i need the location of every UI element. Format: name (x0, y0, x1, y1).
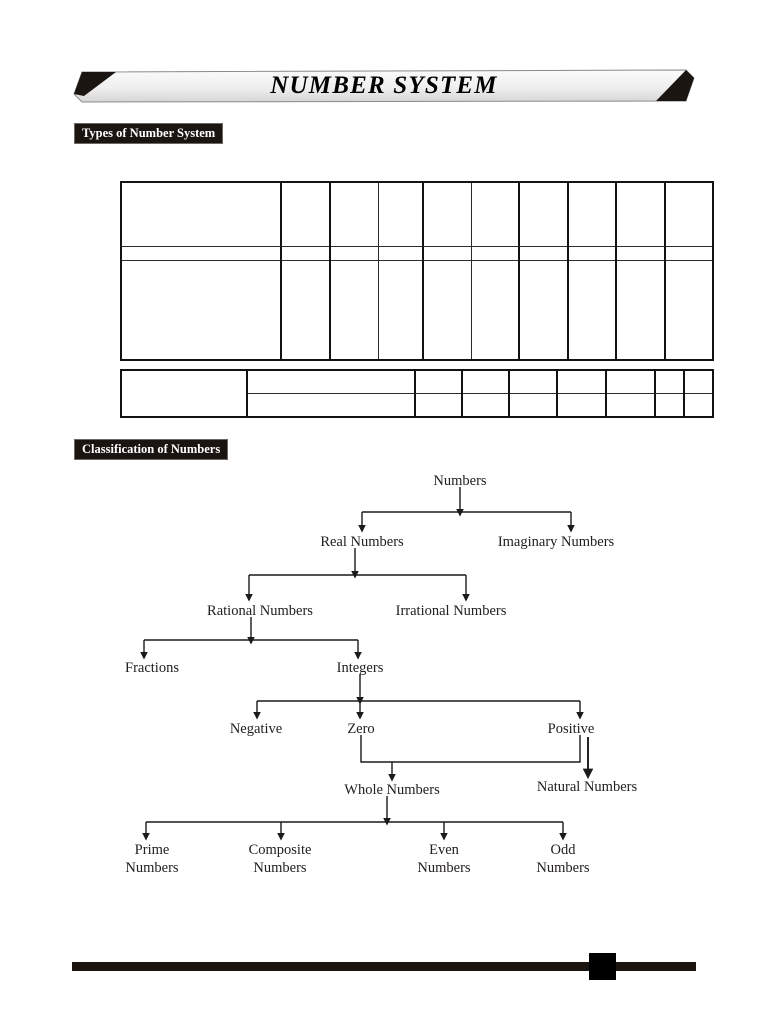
node-odd-numbers-line2: Numbers (536, 860, 590, 876)
flowchart-node-labels: Numbers Real Numbers Imaginary Numbers R… (125, 473, 637, 876)
node-natural-numbers: Natural Numbers (537, 779, 638, 795)
table-row (120, 369, 714, 418)
table-row (121, 393, 714, 418)
table-cell[interactable] (378, 260, 424, 361)
node-real-numbers: Real Numbers (320, 534, 404, 550)
table-cell[interactable] (664, 246, 714, 261)
table-cell[interactable] (120, 246, 282, 261)
table-cell[interactable] (683, 369, 714, 394)
node-irrational-numbers: Irrational Numbers (396, 603, 507, 619)
table-cell[interactable] (329, 181, 379, 247)
banner-right-cap-icon (656, 70, 694, 101)
page-title: NUMBER SYSTEM (270, 72, 498, 99)
table-cell[interactable] (518, 246, 569, 261)
footer-rule (72, 962, 696, 971)
table-cell[interactable] (605, 369, 656, 394)
table-cell[interactable] (120, 260, 282, 361)
table-cell[interactable] (246, 393, 416, 418)
page-header-banner: NUMBER SYSTEM (72, 68, 696, 104)
table-cell[interactable] (120, 181, 282, 247)
table-cell[interactable] (378, 246, 424, 261)
table-cell[interactable] (422, 246, 472, 261)
table-cell[interactable] (378, 181, 424, 247)
table-cell[interactable] (664, 260, 714, 361)
banner-shape (73, 69, 695, 103)
node-zero: Zero (347, 721, 374, 737)
node-numbers: Numbers (433, 473, 487, 489)
classification-of-numbers-flowchart: Numbers Real Numbers Imaginary Numbers R… (0, 455, 768, 895)
table-cell[interactable] (280, 246, 331, 261)
table-cell[interactable] (605, 393, 656, 418)
table-cell[interactable] (683, 393, 714, 418)
table-cell[interactable] (414, 393, 463, 418)
table-cell[interactable] (615, 246, 666, 261)
table-cell[interactable] (518, 181, 569, 247)
table-cell[interactable] (615, 181, 666, 247)
node-even-numbers-line2: Numbers (417, 860, 471, 876)
table-row (120, 181, 714, 247)
node-negative: Negative (230, 721, 282, 737)
number-system-table (120, 181, 714, 361)
node-whole-numbers: Whole Numbers (344, 782, 440, 798)
table-cell[interactable] (508, 393, 558, 418)
node-imaginary-numbers: Imaginary Numbers (498, 534, 615, 550)
node-prime-numbers-line1: Prime (135, 842, 170, 858)
section-heading-types-of-number-system: Types of Number System (74, 123, 224, 145)
table-cell[interactable] (508, 369, 558, 394)
table-cell[interactable] (615, 260, 666, 361)
table-cell-merged[interactable] (120, 369, 248, 418)
table-cell[interactable] (567, 260, 617, 361)
table-cell[interactable] (654, 393, 685, 418)
section-heading-classification-of-numbers: Classification of Numbers (74, 439, 229, 461)
table-cell[interactable] (664, 181, 714, 247)
table-cell[interactable] (567, 181, 617, 247)
node-composite-numbers-line2: Numbers (253, 860, 307, 876)
node-composite-numbers-line1: Composite (249, 842, 312, 858)
node-even-numbers-line1: Even (429, 842, 460, 858)
table-cell[interactable] (422, 260, 472, 361)
node-odd-numbers-line1: Odd (551, 842, 577, 858)
table-cell[interactable] (329, 246, 379, 261)
table-cell[interactable] (654, 369, 685, 394)
table-cell[interactable] (280, 260, 331, 361)
node-integers: Integers (337, 660, 384, 676)
table-cell[interactable] (567, 246, 617, 261)
footer-marker-icon (589, 953, 616, 980)
table-cell[interactable] (422, 181, 472, 247)
table-cell[interactable] (556, 393, 607, 418)
table-cell[interactable] (246, 369, 416, 394)
conversion-table (120, 369, 714, 418)
banner-left-cap-icon (74, 72, 116, 96)
table-cell[interactable] (518, 260, 569, 361)
node-fractions: Fractions (125, 660, 179, 676)
flowchart-connectors (140, 487, 594, 841)
table-cell[interactable] (471, 181, 520, 247)
node-positive: Positive (548, 721, 595, 737)
table-row (120, 246, 714, 261)
connector-zero-positive-merge (360, 735, 581, 763)
table-cell[interactable] (471, 260, 520, 361)
table-cell[interactable] (329, 260, 379, 361)
table-cell[interactable] (461, 369, 510, 394)
table-cell[interactable] (461, 393, 510, 418)
table-cell[interactable] (471, 246, 520, 261)
table-row (120, 260, 714, 361)
flowchart-svg: Numbers Real Numbers Imaginary Numbers R… (125, 473, 637, 876)
node-prime-numbers-line2: Numbers (125, 860, 179, 876)
table-cell[interactable] (556, 369, 607, 394)
table-cell[interactable] (414, 369, 463, 394)
table-cell[interactable] (280, 181, 331, 247)
node-rational-numbers: Rational Numbers (207, 603, 313, 619)
